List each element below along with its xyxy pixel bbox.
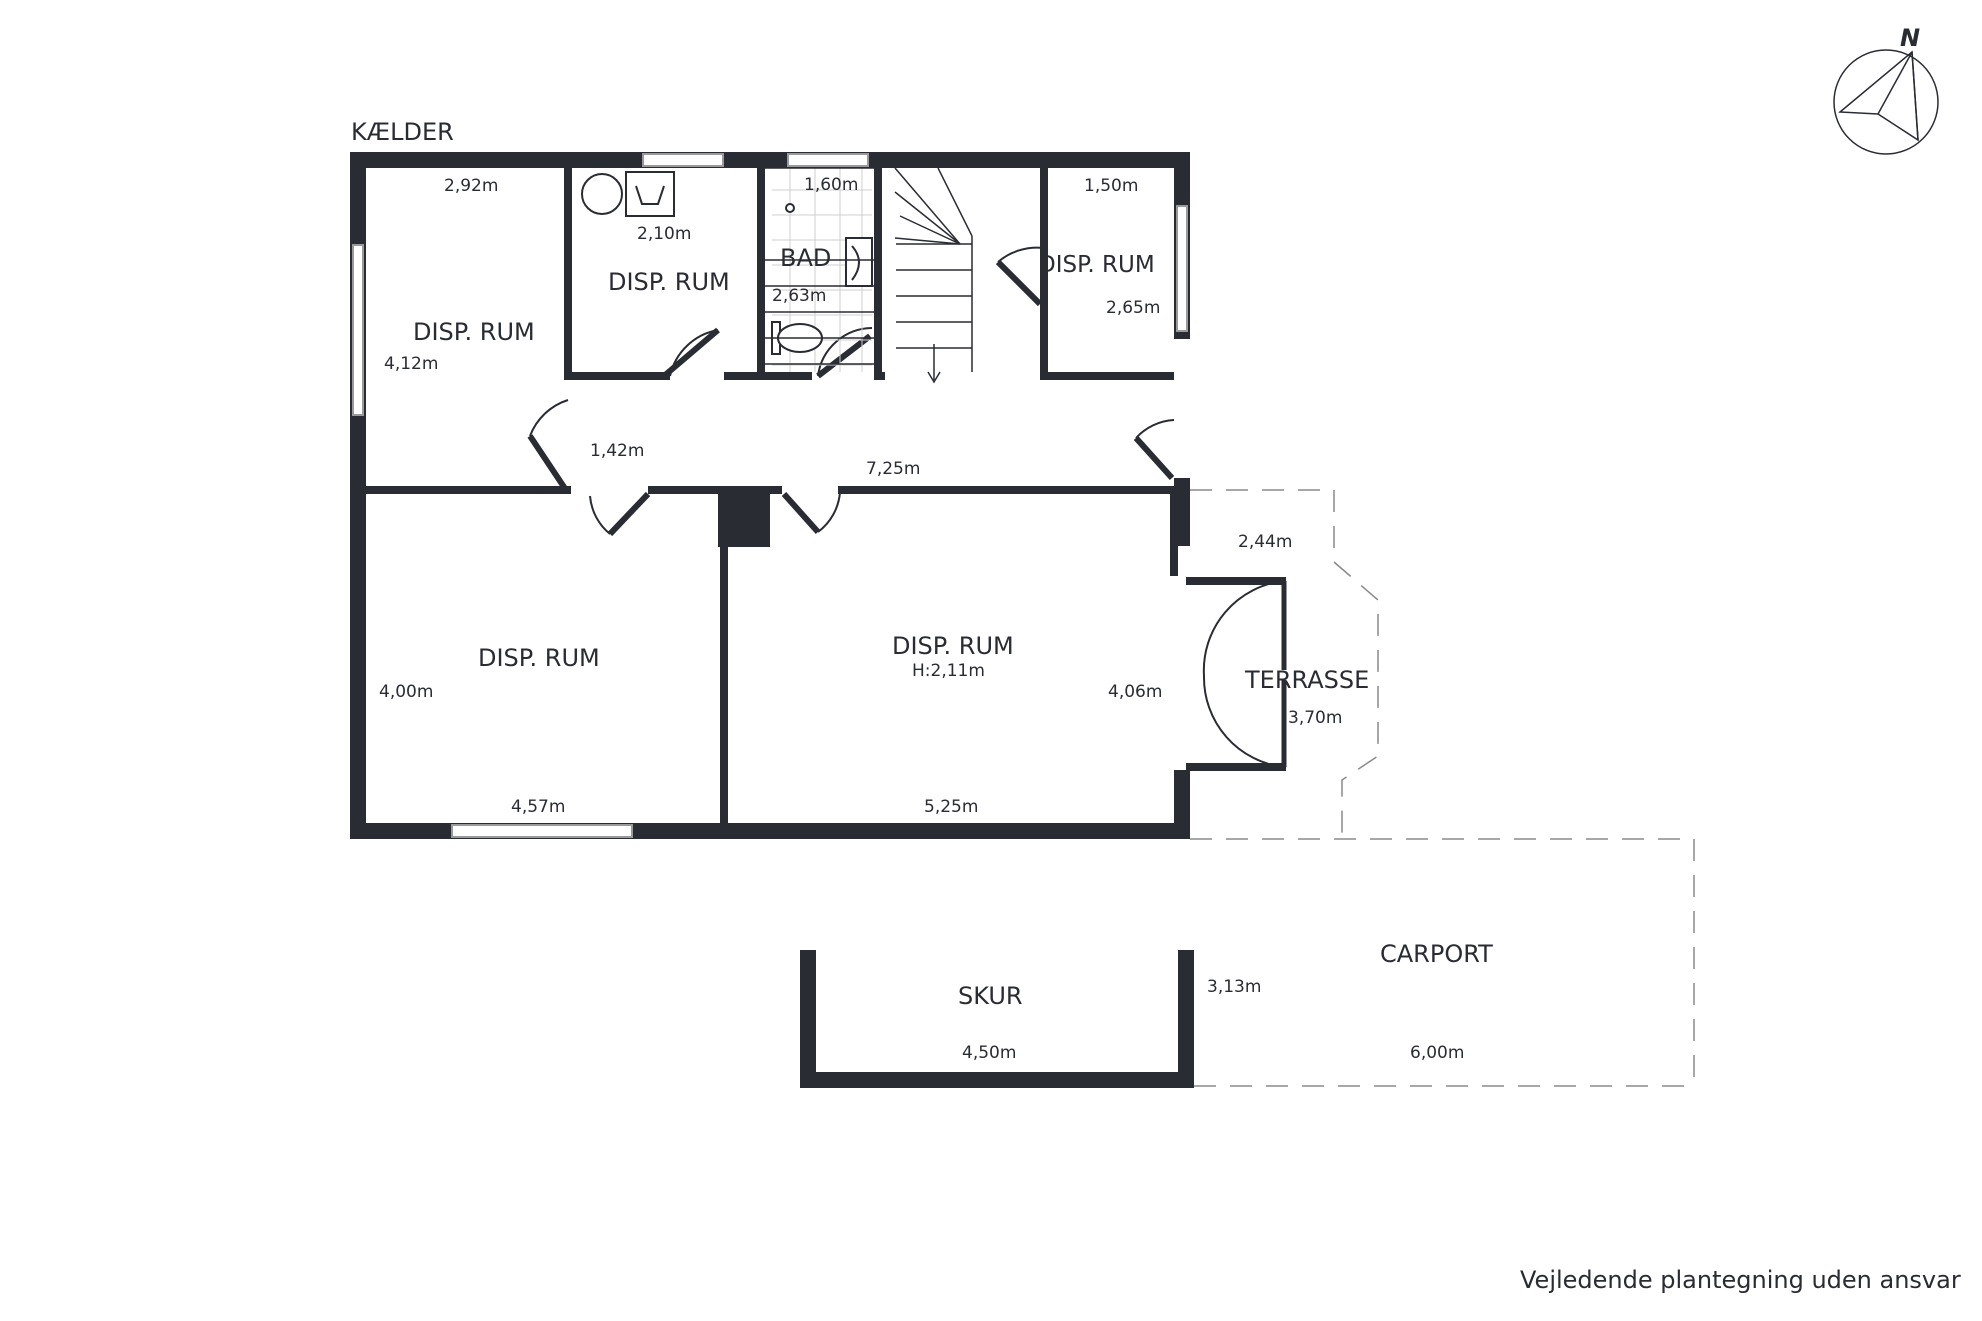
room-label-disp-rum-4: DISP. RUM: [478, 644, 600, 672]
disclaimer-text: Vejledende plantegning uden ansvar: [1520, 1266, 1961, 1294]
compass-icon: [1833, 49, 1939, 155]
dimension-label: 3,13m: [1207, 977, 1262, 997]
room-label-disp-rum-1: DISP. RUM: [413, 318, 535, 346]
room-label-disp-rum-5: DISP. RUM: [892, 632, 1014, 660]
dimension-label: 7,25m: [866, 459, 921, 479]
dimension-label: 4,12m: [384, 354, 439, 374]
dimension-label: 1,60m: [804, 175, 859, 195]
windows: [352, 153, 1188, 838]
dimension-label: 3,70m: [1288, 708, 1343, 728]
room-label-skur: SKUR: [958, 982, 1023, 1010]
bathroom-fixtures: [771, 203, 873, 355]
room-label-carport: CARPORT: [1380, 940, 1493, 968]
dimension-label: 6,00m: [1410, 1043, 1465, 1063]
dimension-label: 2,44m: [1238, 532, 1293, 552]
room-height-note: H:2,11m: [912, 661, 985, 681]
dimension-label: 4,06m: [1108, 682, 1163, 702]
dimension-label: 2,63m: [772, 286, 827, 306]
dimension-label: 5,25m: [924, 797, 979, 817]
dashed-outlines: [1190, 489, 1695, 1087]
dimension-label: 1,50m: [1084, 176, 1139, 196]
dimension-label: 2,65m: [1106, 298, 1161, 318]
dimension-label: 1,42m: [590, 441, 645, 461]
dimension-label: 2,92m: [444, 176, 499, 196]
dimension-label: 2,10m: [637, 224, 692, 244]
room-label-bad: BAD: [780, 244, 832, 272]
room-label-disp-rum-3: DISP. RUM: [1038, 252, 1155, 278]
floor-title: KÆLDER: [351, 118, 454, 146]
laundry-fixtures: [581, 171, 675, 217]
dimension-label: 4,57m: [511, 797, 566, 817]
staircase: [765, 167, 973, 384]
room-label-terrasse: TERRASSE: [1245, 666, 1370, 694]
doors: [527, 246, 1287, 768]
north-label: N: [1900, 24, 1921, 52]
skur-walls: [800, 950, 1194, 1088]
dimension-label: 4,00m: [379, 682, 434, 702]
room-label-disp-rum-2: DISP. RUM: [608, 268, 730, 296]
interior-walls: [366, 168, 1286, 823]
dimension-label: 4,50m: [962, 1043, 1017, 1063]
